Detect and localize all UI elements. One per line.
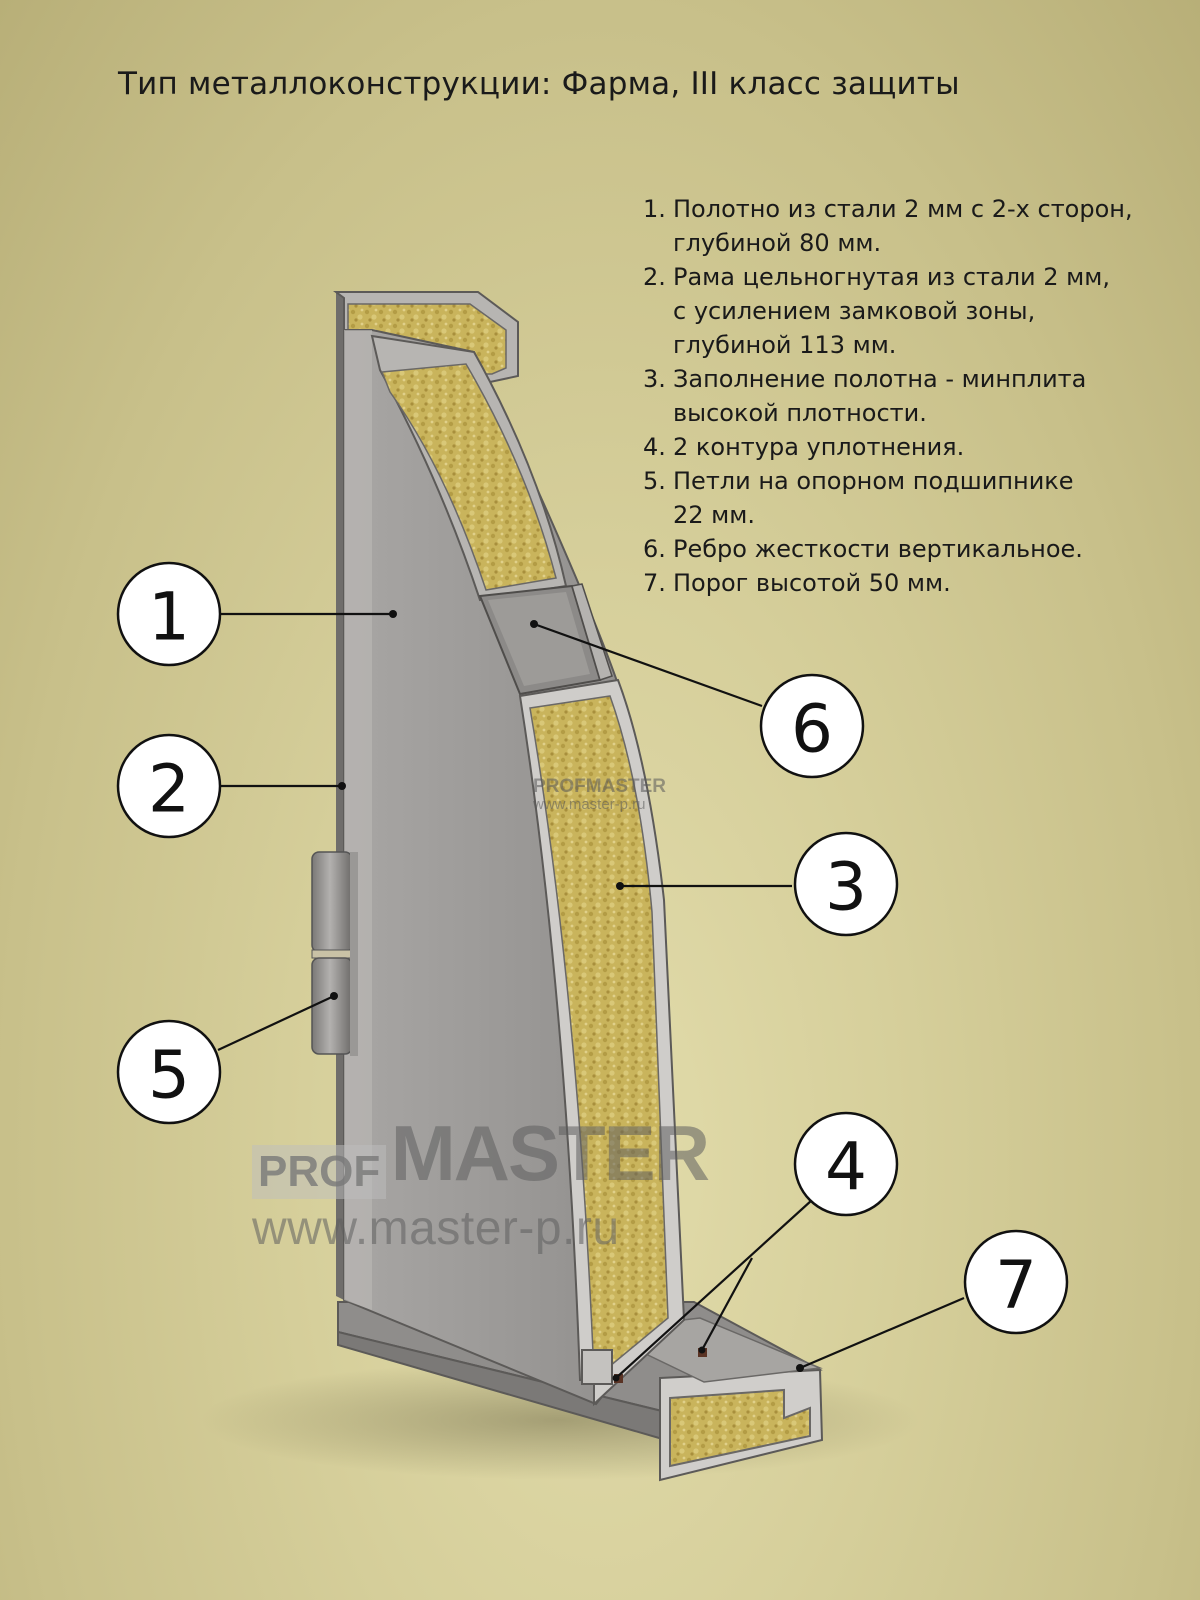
callout-1: 1 (116, 561, 222, 667)
callout-3-label: 3 (825, 849, 867, 926)
watermark-large-master: MASTER (390, 1109, 710, 1197)
callout-5-label: 5 (148, 1037, 190, 1114)
legend-list: 1.Полотно из стали 2 мм с 2-х сторон, глу… (643, 192, 1183, 600)
legend-item-number: 5. (643, 467, 666, 495)
leader-line-4a (615, 1199, 813, 1379)
callout-3: 3 (793, 831, 899, 937)
callout-2-label: 2 (148, 751, 190, 828)
leader-line-6 (533, 622, 763, 708)
callout-4-label: 4 (825, 1129, 867, 1206)
stiffening-rib (478, 583, 613, 696)
watermark-small-prof: PROF (533, 776, 586, 797)
legend-item-text: Ребро жесткости вертикальное. (673, 535, 1083, 563)
legend-item-number: 4. (643, 433, 666, 461)
legend-item-number: 3. (643, 365, 666, 393)
legend-item-number: 6. (643, 535, 666, 563)
legend-item-text: Петли на опорном подшипнике (673, 467, 1074, 495)
legend-item-text: Полотно из стали 2 мм с 2-х сторон, (673, 195, 1133, 223)
watermark-large-url: www.master-p.ru (252, 1202, 620, 1255)
leader-line-7 (799, 1296, 965, 1370)
leader-dots (330, 610, 804, 1382)
watermark-large-prof: PROF (252, 1145, 387, 1199)
leader-line-4b (701, 1257, 753, 1351)
legend-item-number: 1. (643, 195, 666, 223)
page-title: Тип металлоконструкции: Фарма, III класс… (118, 66, 960, 102)
callout-4: 4 (793, 1111, 899, 1217)
legend-item-continuation: глубиной 113 мм. (673, 331, 897, 359)
legend-item-number: 2. (643, 263, 666, 291)
legend-item: 7.Порог высотой 50 мм. (643, 566, 1183, 600)
legend-item-text: 2 контура уплотнения. (673, 433, 965, 461)
legend-item: 2.Рама цельногнутая из стали 2 мм, с усил… (643, 260, 1183, 362)
legend-item-text: Рама цельногнутая из стали 2 мм, (673, 263, 1111, 291)
legend-item-text: Порог высотой 50 мм. (673, 569, 951, 597)
legend-item-continuation: высокой плотности. (673, 399, 927, 427)
legend-item-text: Заполнение полотна - минплита (673, 365, 1087, 393)
callout-1-label: 1 (148, 579, 190, 656)
legend-item-continuation: 22 мм. (673, 501, 756, 529)
hinge (311, 851, 358, 1056)
legend-item-continuation: глубиной 80 мм. (673, 229, 882, 257)
leader-line-5 (217, 995, 335, 1051)
legend-item: 5.Петли на опорном подшипнике 22 мм. (643, 464, 1183, 532)
callout-5: 5 (116, 1019, 222, 1125)
legend-item: 6.Ребро жесткости вертикальное. (643, 532, 1183, 566)
callout-2: 2 (116, 733, 222, 839)
watermark-small-master: MASTER (585, 776, 667, 797)
callout-7-label: 7 (995, 1247, 1037, 1324)
legend-item: 1.Полотно из стали 2 мм с 2-х сторон, глу… (643, 192, 1183, 260)
watermark-small: PROFMASTER www.master-p.ru (533, 776, 666, 813)
callout-6-label: 6 (791, 691, 833, 768)
legend-item-continuation: с усилением замковой зоны, (673, 297, 1036, 325)
watermark-small-url: www.master-p.ru (533, 796, 646, 813)
leader-lines (217, 612, 965, 1379)
legend-item: 3.Заполнение полотна - минплита высокой п… (643, 362, 1183, 430)
callout-6: 6 (759, 673, 865, 779)
legend-item: 4.2 контура уплотнения. (643, 430, 1183, 464)
legend-item-number: 7. (643, 569, 666, 597)
watermark-large: PROF MASTER www.master-p.ru (252, 1108, 710, 1256)
main-insulation (518, 678, 686, 1407)
callout-7: 7 (963, 1229, 1069, 1335)
